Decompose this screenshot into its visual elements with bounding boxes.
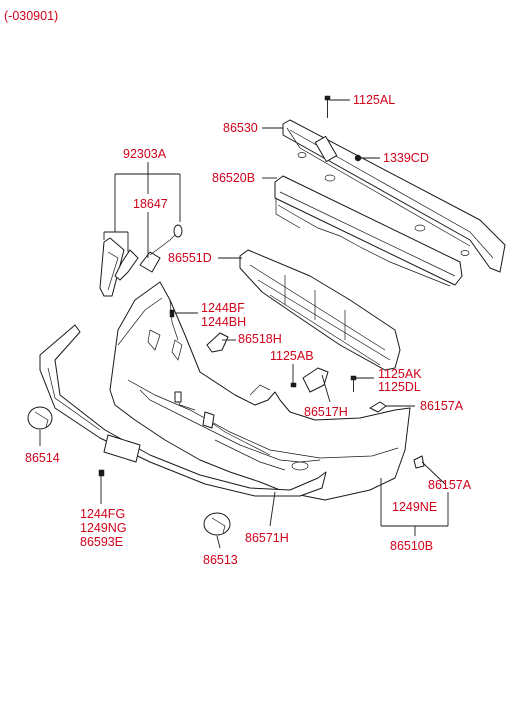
bolt-1125ak[interactable]	[350, 375, 357, 392]
label-86551d[interactable]: 86551D	[168, 251, 212, 265]
date-range-header: (-030901)	[4, 9, 58, 23]
label-1339cd[interactable]: 1339CD	[383, 151, 429, 165]
label-86513[interactable]: 86513	[203, 553, 238, 567]
screw-1244fg[interactable]	[98, 469, 105, 477]
energy-absorber[interactable]	[274, 175, 463, 287]
label-86510b[interactable]: 86510B	[390, 539, 433, 553]
label-86593e[interactable]: 86593E	[80, 535, 123, 549]
label-1249ne[interactable]: 1249NE	[392, 500, 437, 514]
label-1125ab[interactable]: 1125AB	[270, 349, 314, 363]
socket-18647[interactable]	[139, 224, 183, 273]
label-1244bf[interactable]: 1244BF	[201, 301, 245, 315]
label-1125ak[interactable]: 1125AK	[378, 367, 422, 381]
bumper-cover[interactable]	[109, 281, 411, 501]
reinforcement-beam[interactable]	[282, 119, 506, 273]
label-1249ng[interactable]: 1249NG	[80, 521, 127, 535]
fog-lamp-cover-left[interactable]	[27, 406, 53, 430]
label-1125al[interactable]: 1125AL	[353, 93, 395, 107]
label-1244fg[interactable]: 1244FG	[80, 507, 125, 521]
lower-grille[interactable]	[239, 249, 401, 371]
screw-1244bf[interactable]	[169, 309, 175, 318]
label-86518h[interactable]: 86518H	[238, 332, 282, 346]
fog-lamp-bracket[interactable]	[99, 237, 139, 297]
license-plate-bracket[interactable]	[103, 391, 215, 463]
leader-lines	[39, 99, 449, 549]
clip-86157a-upper[interactable]	[369, 401, 387, 413]
label-18647[interactable]: 18647	[133, 197, 168, 211]
label-1125dl[interactable]: 1125DL	[378, 380, 421, 394]
clip-86157a-lower[interactable]	[413, 455, 425, 469]
label-86514[interactable]: 86514	[25, 451, 60, 465]
label-86571h[interactable]: 86571H	[245, 531, 289, 545]
label-92303a[interactable]: 92303A	[123, 147, 167, 161]
clip-1339cd[interactable]	[354, 154, 362, 162]
label-86517h[interactable]: 86517H	[304, 405, 348, 419]
fog-lamp-cover-right[interactable]	[203, 512, 231, 536]
bracket-86517h[interactable]	[302, 367, 329, 393]
part-labels: 1125AL 86530 1339CD 86520B 92303A 18647 …	[25, 93, 472, 567]
label-86157a-lower[interactable]: 86157A	[428, 478, 472, 492]
label-1244bh[interactable]: 1244BH	[201, 315, 246, 329]
label-86530[interactable]: 86530	[223, 121, 258, 135]
label-86520b[interactable]: 86520B	[212, 171, 255, 185]
bolt-1125al[interactable]	[324, 95, 331, 118]
bracket-86518h[interactable]	[206, 332, 229, 353]
bolt-1125ab[interactable]	[290, 382, 297, 388]
label-86157a-upper[interactable]: 86157A	[420, 399, 464, 413]
